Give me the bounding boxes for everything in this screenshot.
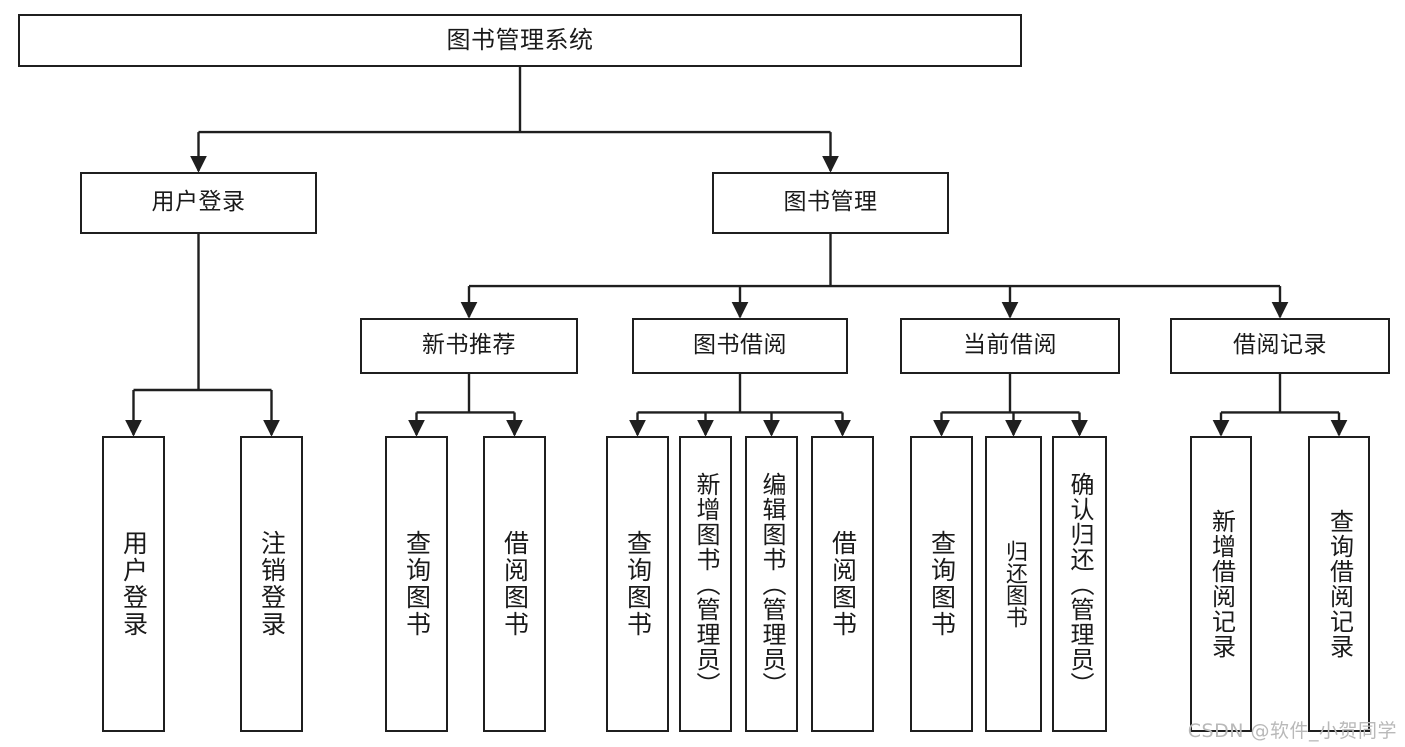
node-label: 注销登录 xyxy=(257,530,287,638)
node-label: 图书管理系统 xyxy=(446,26,594,55)
node-label: 查询图书 xyxy=(623,530,653,638)
node-label: 借阅图书 xyxy=(500,530,530,638)
leaf-edit-book-admin[interactable]: 编辑图书（管理员） xyxy=(745,436,798,732)
leaf-logout[interactable]: 注销登录 xyxy=(240,436,303,732)
node-label: 新增借阅记录 xyxy=(1207,509,1236,659)
node-label: 当前借阅 xyxy=(963,332,1057,359)
node-root[interactable]: 图书管理系统 xyxy=(18,14,1022,67)
leaf-borrow-book-borrow[interactable]: 借阅图书 xyxy=(811,436,874,732)
node-label: 新书推荐 xyxy=(422,332,516,359)
leaf-query-borrow-record[interactable]: 查询借阅记录 xyxy=(1308,436,1370,732)
leaf-add-book-admin[interactable]: 新增图书（管理员） xyxy=(679,436,732,732)
node-book-borrow[interactable]: 图书借阅 xyxy=(632,318,848,374)
leaf-confirm-return-admin[interactable]: 确认归还（管理员） xyxy=(1052,436,1107,732)
leaf-query-book-current[interactable]: 查询图书 xyxy=(910,436,973,732)
node-label: 借阅记录 xyxy=(1233,332,1327,359)
node-label: 确认归还（管理员） xyxy=(1065,471,1094,697)
node-book-management[interactable]: 图书管理 xyxy=(712,172,949,234)
node-label: 新增图书（管理员） xyxy=(691,471,720,697)
node-label: 用户登录 xyxy=(151,189,246,216)
node-label: 用户登录 xyxy=(119,530,149,638)
node-label: 图书管理 xyxy=(783,189,878,216)
node-user-login[interactable]: 用户登录 xyxy=(80,172,317,234)
node-label: 归还图书 xyxy=(1001,540,1027,628)
node-label: 借阅图书 xyxy=(828,530,858,638)
leaf-query-book-borrow[interactable]: 查询图书 xyxy=(606,436,669,732)
leaf-borrow-book-recommend[interactable]: 借阅图书 xyxy=(483,436,546,732)
node-label: 查询图书 xyxy=(927,530,957,638)
node-label: 查询借阅记录 xyxy=(1325,509,1354,659)
node-label: 查询图书 xyxy=(402,530,432,638)
node-current-borrow[interactable]: 当前借阅 xyxy=(900,318,1120,374)
leaf-user-login[interactable]: 用户登录 xyxy=(102,436,165,732)
node-borrow-record[interactable]: 借阅记录 xyxy=(1170,318,1390,374)
leaf-return-book[interactable]: 归还图书 xyxy=(985,436,1042,732)
node-label: 图书借阅 xyxy=(693,332,787,359)
leaf-add-borrow-record[interactable]: 新增借阅记录 xyxy=(1190,436,1252,732)
node-new-book-recommend[interactable]: 新书推荐 xyxy=(360,318,578,374)
node-label: 编辑图书（管理员） xyxy=(757,471,786,697)
leaf-query-book-recommend[interactable]: 查询图书 xyxy=(385,436,448,732)
